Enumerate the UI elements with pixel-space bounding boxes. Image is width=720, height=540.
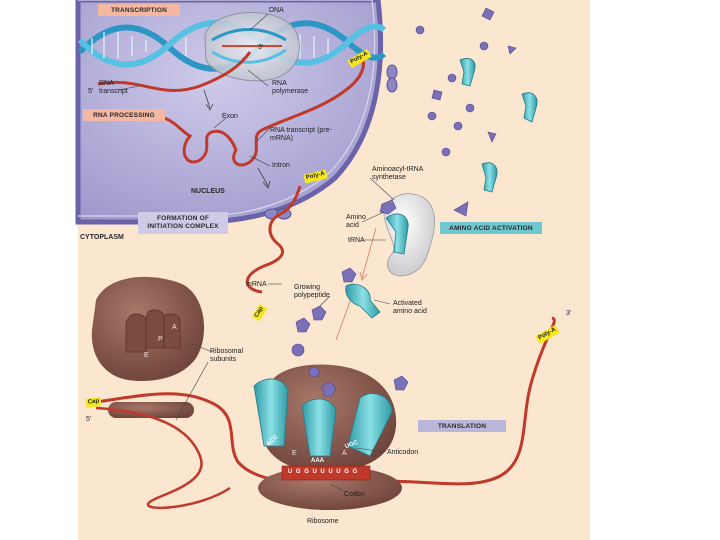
codon-sequence: UGGUUUUGG	[288, 469, 361, 475]
pre-mrna-label: RNA transcript (pre-mRNA)	[270, 127, 332, 142]
dna-label: DNA	[269, 7, 284, 14]
three-prime-mrna-label: 3'	[566, 310, 572, 317]
activated-amino-acid-label: Activated amino acid	[393, 300, 427, 315]
site-a-label: A	[172, 324, 177, 331]
cytoplasm-label: CYTOPLASM	[80, 234, 124, 241]
intron-label: Intron	[272, 162, 290, 169]
rna-transcript-strand	[97, 51, 252, 92]
three-prime-dna-label: 3'	[258, 44, 264, 51]
growing-polypeptide-label: Growing polypeptide	[294, 284, 330, 299]
site-p-label: P	[158, 336, 163, 343]
site-e2-label: E	[292, 450, 297, 457]
amino-acid-activation-box: AMINO ACID ACTIVATION	[440, 222, 542, 234]
exon-label: Exon	[222, 113, 238, 120]
mrna-strand-export	[245, 185, 302, 294]
codon-label: Codon	[344, 491, 365, 498]
activated-aa-icon	[341, 267, 381, 319]
nuclear-pore-icon	[386, 64, 398, 93]
ribosome-label: Ribosome	[307, 518, 339, 525]
amino-acid-icon	[415, 7, 517, 217]
rna-polymerase-icon	[204, 12, 300, 82]
translation-box: TRANSLATION	[418, 420, 506, 432]
five-prime-rna-label: 5'	[88, 88, 94, 95]
trna-label: tRNA	[348, 237, 365, 244]
ribosomal-subunits-icon	[91, 276, 205, 418]
amino-acid-label: Amino acid	[346, 214, 366, 229]
synthetase-label: Aminoacyl-tRNA synthetase	[372, 166, 423, 181]
five-prime-mrna-label: 5'	[86, 416, 92, 423]
mrna-label: mRNA	[246, 281, 267, 288]
site-e-label: E	[144, 352, 149, 359]
transcription-box: TRANSCRIPTION	[98, 4, 180, 16]
anticodon-label: Anticodon	[387, 449, 419, 456]
rna-transcript-label: RNA transcript	[99, 80, 128, 95]
formation-box: FORMATION OF INITIATION COMPLEX	[138, 212, 228, 234]
rna-processing-box: RNA PROCESSING	[83, 109, 165, 121]
formation-box-text: FORMATION OF INITIATION COMPLEX	[147, 215, 219, 230]
synthetase-icon	[379, 193, 435, 277]
trna-icon	[459, 58, 538, 193]
pre-mrna-strand	[139, 55, 365, 167]
trna-in-ribosome-icon	[253, 378, 393, 457]
site-a2-label: A	[342, 450, 347, 457]
rna-polymerase-label: RNA polymerase	[272, 80, 309, 95]
anticodon-mid: AAA	[311, 458, 324, 464]
polypeptide-chain	[291, 305, 409, 397]
ribosomal-subunits-label: Ribosomal subunits	[210, 348, 244, 363]
nucleus-label: NUCLEUS	[191, 188, 225, 195]
